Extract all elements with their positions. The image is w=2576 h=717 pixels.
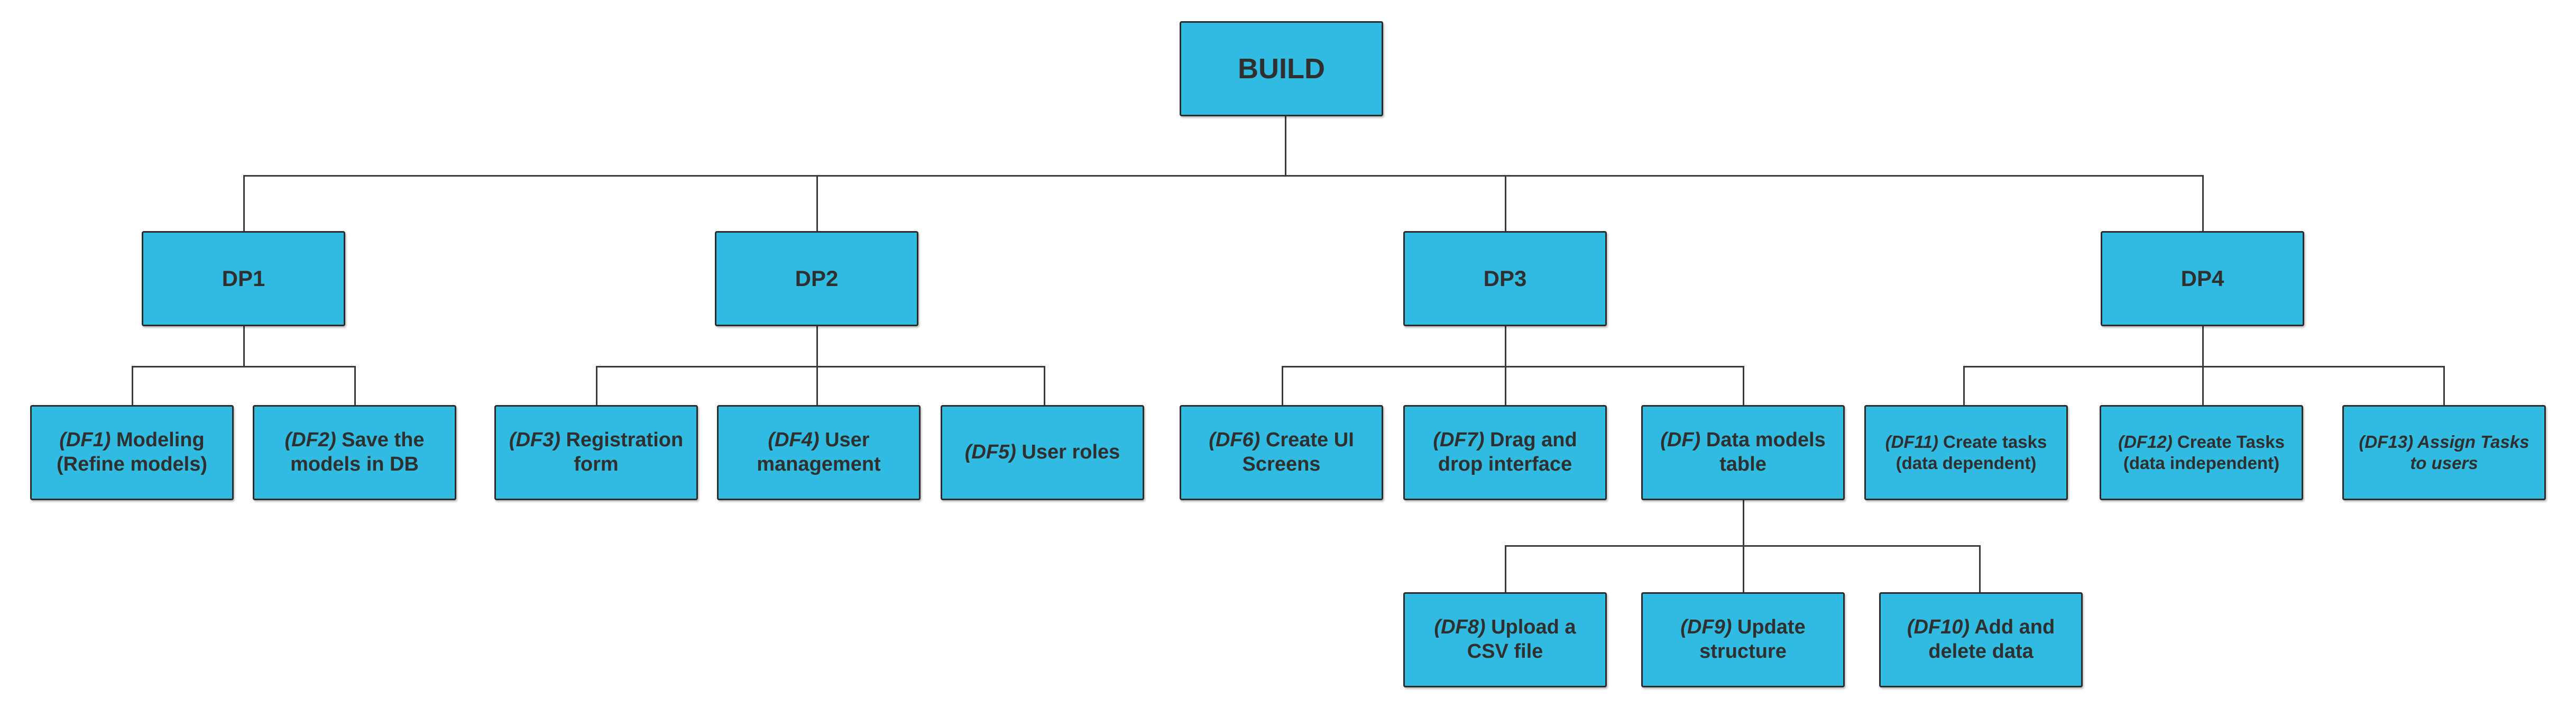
connector-to-df3 [596, 366, 597, 406]
node-df13-code: (DF13) [2359, 432, 2414, 452]
node-df5-code: (DF5) [964, 441, 1016, 464]
node-df2-label: (DF2) Save the models in DB [262, 428, 447, 476]
node-df4-label: (DF4) User management [726, 428, 912, 476]
connector-to-df8 [1505, 545, 1506, 593]
node-df2-code: (DF2) [284, 429, 336, 452]
node-df9-label: (DF9) Update structure [1650, 615, 1836, 664]
node-df9-text: Update structure [1699, 616, 1806, 663]
node-df10: (DF10) Add and delete data [1879, 592, 2083, 687]
node-df12: (DF12) Create Tasks (data independent) [2100, 405, 2303, 500]
node-dp4-label: DP4 [2181, 265, 2224, 291]
connector-dp4-down [2202, 326, 2204, 367]
node-df5: (DF5) User roles [941, 405, 1144, 500]
node-df3: (DF3) Registration form [494, 405, 698, 500]
node-dp1-label: DP1 [222, 265, 265, 291]
node-df3-label: (DF3) Registration form [503, 428, 689, 476]
node-df12-text: Create Tasks (data independent) [2123, 432, 2285, 473]
node-df1: (DF1) Modeling (Refine models) [30, 405, 234, 500]
node-df3-code: (DF3) [509, 429, 560, 452]
node-dp2-label: DP2 [795, 265, 839, 291]
node-df7-label: (DF7) Drag and drop interface [1412, 428, 1598, 476]
node-df6-label: (DF6) Create UI Screens [1189, 428, 1374, 476]
connector-to-df11 [1963, 366, 1965, 406]
node-dp4: DP4 [2101, 231, 2304, 326]
connector-to-df10 [1979, 545, 1981, 593]
connector-to-df5 [1044, 366, 1045, 406]
node-df11-label: (DF11) Create tasks (data dependent) [1873, 431, 2059, 473]
node-df6-code: (DF6) [1209, 429, 1261, 452]
node-df4-code: (DF4) [768, 429, 820, 452]
node-df10-label: (DF10) Add and delete data [1888, 615, 2074, 664]
node-df1-code: (DF1) [59, 429, 111, 452]
node-df5-text: User roles [1016, 441, 1120, 464]
node-df7-text: Drag and drop interface [1438, 429, 1577, 475]
node-df4: (DF4) User management [717, 405, 921, 500]
connector-to-dp1 [243, 175, 245, 232]
node-df4-text: User management [757, 429, 881, 475]
node-df2-text: Save the models in DB [290, 429, 425, 475]
node-df-table-code: (DF) [1660, 429, 1701, 452]
node-df8: (DF8) Upload a CSV file [1403, 592, 1607, 687]
node-dp2: DP2 [715, 231, 918, 326]
node-df11-code: (DF11) [1885, 432, 1938, 452]
connector-to-df2 [354, 366, 356, 406]
node-df11: (DF11) Create tasks (data dependent) [1864, 405, 2068, 500]
node-df-table: (DF) Data models table [1641, 405, 1845, 500]
connector-root-down [1285, 116, 1286, 177]
node-df1-label: (DF1) Modeling (Refine models) [39, 428, 225, 476]
connector-to-df9 [1743, 545, 1744, 593]
node-df1-text: Modeling (Refine models) [56, 429, 208, 475]
connector-dp2-down [816, 326, 818, 367]
node-df10-text: Add and delete data [1928, 616, 2055, 663]
node-df2: (DF2) Save the models in DB [253, 405, 456, 500]
node-dp3: DP3 [1403, 231, 1607, 326]
connector-dp-bus [243, 175, 2204, 177]
connector-dp1-bus [132, 366, 356, 367]
connector-df-table-down [1743, 500, 1744, 547]
connector-to-dp3 [1505, 175, 1506, 232]
node-df13-label: (DF13) Assign Tasks to users [2351, 431, 2537, 473]
node-df9-code: (DF9) [1680, 616, 1732, 639]
connector-to-dp4 [2202, 175, 2204, 232]
node-dp1: DP1 [142, 231, 345, 326]
node-df5-label: (DF5) User roles [965, 440, 1120, 465]
connector-to-df7 [1505, 366, 1506, 406]
node-build-label: BUILD [1238, 52, 1325, 85]
node-dp3-label: DP3 [1483, 265, 1527, 291]
node-df12-label: (DF12) Create Tasks (data independent) [2109, 431, 2294, 473]
connector-dp3-bus [1282, 366, 1744, 367]
connector-to-dp2 [816, 175, 818, 232]
node-df6-text: Create UI Screens [1242, 429, 1354, 475]
node-df9: (DF9) Update structure [1641, 592, 1845, 687]
node-df7: (DF7) Drag and drop interface [1403, 405, 1607, 500]
node-df3-text: Registration form [560, 429, 684, 475]
connector-to-df-table [1743, 366, 1744, 406]
node-df-table-text: Data models table [1700, 429, 1826, 475]
connector-to-df4 [816, 366, 818, 406]
connector-dp3-down [1505, 326, 1506, 367]
node-df8-text: Upload a CSV file [1467, 616, 1576, 663]
connector-to-df12 [2202, 366, 2204, 406]
connector-dp1-down [243, 326, 245, 367]
node-df-table-label: (DF) Data models table [1650, 428, 1836, 476]
connector-to-df1 [132, 366, 133, 406]
node-df6: (DF6) Create UI Screens [1180, 405, 1383, 500]
node-build: BUILD [1180, 21, 1383, 116]
node-df12-code: (DF12) [2118, 432, 2173, 452]
connector-dp2-bus [596, 366, 1045, 367]
connector-to-df13 [2443, 366, 2445, 406]
node-df13: (DF13) Assign Tasks to users [2342, 405, 2546, 500]
node-df7-code: (DF7) [1433, 429, 1485, 452]
connector-to-df6 [1282, 366, 1283, 406]
node-df10-code: (DF10) [1907, 616, 1970, 639]
node-df13-text: Assign Tasks to users [2410, 432, 2529, 473]
node-df8-code: (DF8) [1434, 616, 1486, 639]
node-df11-text: Create tasks (data dependent) [1896, 432, 2047, 473]
connector-dp4-bus [1963, 366, 2445, 367]
node-df8-label: (DF8) Upload a CSV file [1412, 615, 1598, 664]
